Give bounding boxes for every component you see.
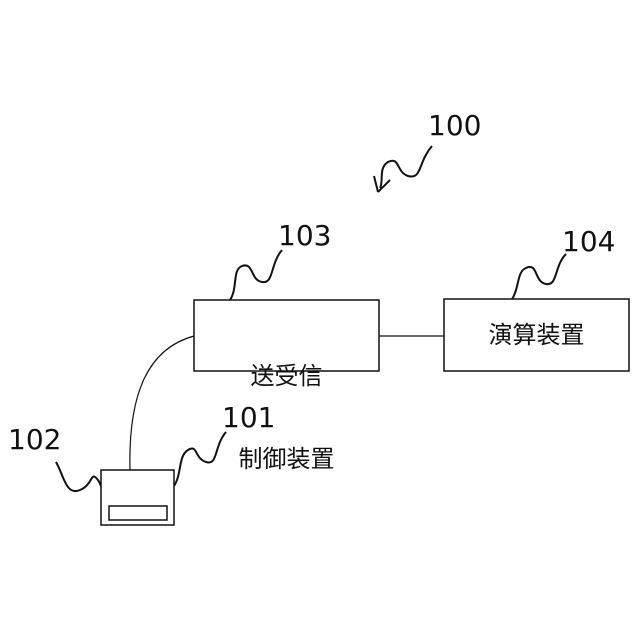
ref-102-label: 102 (8, 426, 61, 454)
controller-label-line1: 送受信 (194, 363, 379, 391)
leader-103 (230, 250, 282, 300)
sensing-element (109, 506, 167, 520)
leader-104 (510, 254, 566, 302)
ref-100-label: 100 (428, 112, 481, 140)
controller-label-line2: 制御装置 (194, 446, 379, 474)
ref-103-label: 103 (278, 222, 331, 250)
processor-label: 演算装置 (444, 322, 629, 350)
sensor-cable (130, 336, 194, 470)
ref-104-label: 104 (562, 228, 615, 256)
controller-label: 送受信 制御装置 (194, 308, 379, 529)
